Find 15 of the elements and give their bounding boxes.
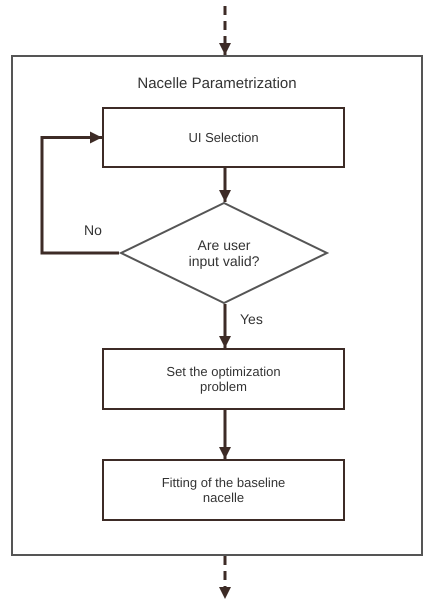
arrow [40,132,119,254]
edge-label: No [82,222,104,238]
dashed-arrow [219,6,231,55]
group-frame [11,55,423,556]
process-box: Fitting of the baseline nacelle [102,459,345,521]
dashed-arrow [219,556,231,599]
process-box: Set the optimization problem [102,348,345,410]
decision-diamond [119,202,329,304]
decision-text: Are user input valid? [188,237,260,269]
arrow [219,304,231,348]
group-title: Nacelle Parametrization [136,75,298,92]
arrow [219,168,231,202]
arrow [219,410,231,459]
process-box: UI Selection [102,107,345,168]
edge-label: Yes [238,311,265,327]
